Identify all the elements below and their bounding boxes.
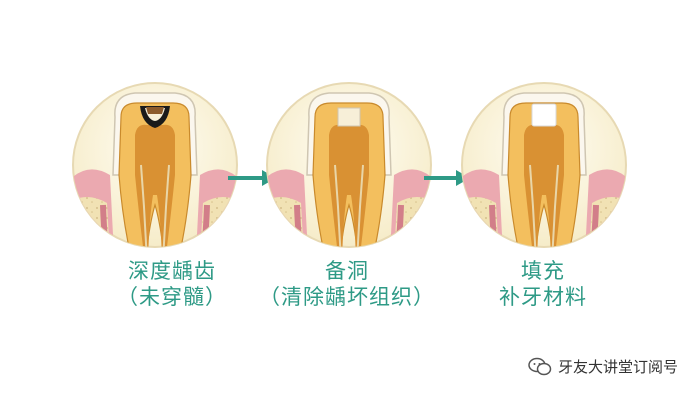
prepared-cavity <box>337 107 361 127</box>
caption-step-1-subtitle: （未穿髓） <box>117 285 227 309</box>
stage-cavity-prep-illustration <box>266 82 432 248</box>
caption-step-2: 备洞 （清除龋坏组织） <box>237 258 457 310</box>
decay-cavity <box>140 106 170 128</box>
stage-filled-illustration <box>461 82 627 248</box>
filling-material <box>531 103 557 127</box>
watermark: 牙友大讲堂订阅号 <box>528 356 678 377</box>
wechat-icon <box>528 357 552 375</box>
caption-step-2-subtitle: （清除龋坏组织） <box>259 285 435 309</box>
caption-step-3-subtitle: 补牙材料 <box>499 285 587 309</box>
caption-step-3: 填充 补牙材料 <box>433 258 653 310</box>
caption-step-3-title: 填充 <box>521 259 565 283</box>
caption-step-1: 深度龋齿 （未穿髓） <box>62 258 282 310</box>
watermark-text: 牙友大讲堂订阅号 <box>557 358 678 376</box>
caption-step-1-title: 深度龋齿 <box>128 259 216 283</box>
caption-step-2-title: 备洞 <box>325 259 369 283</box>
stage-deep-caries-illustration <box>72 82 238 248</box>
